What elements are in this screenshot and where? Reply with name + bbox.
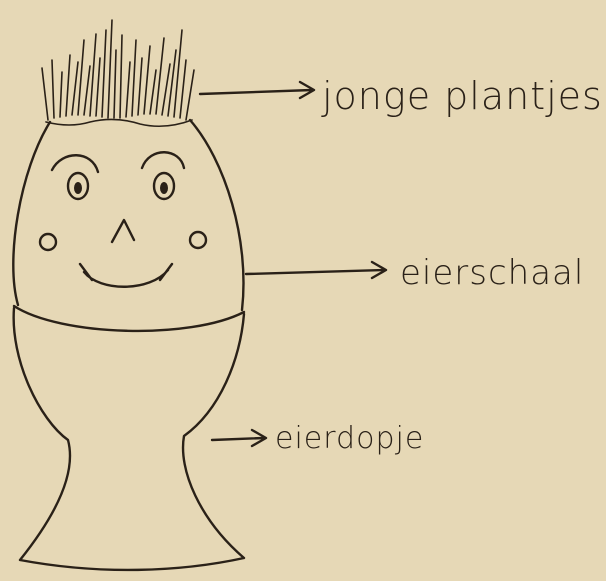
arrow-cup xyxy=(212,430,266,446)
arrow-shell xyxy=(246,262,386,278)
arrows xyxy=(200,82,386,446)
egg-shell xyxy=(13,120,243,310)
arrow-plants xyxy=(200,82,314,98)
face xyxy=(40,152,206,287)
label-egg-cup: eierdopje xyxy=(275,421,424,456)
left-cheek xyxy=(40,234,56,250)
left-eyebrow xyxy=(52,155,98,172)
mouth xyxy=(80,264,172,287)
right-eyebrow xyxy=(142,152,184,168)
nose xyxy=(112,220,134,242)
label-eggshell: eierschaal xyxy=(400,253,584,293)
right-cheek xyxy=(190,232,206,248)
label-young-plants: jonge plantjes xyxy=(322,74,603,118)
egg-cup xyxy=(14,308,244,570)
sprouts xyxy=(42,20,194,126)
shell-rim xyxy=(14,306,244,331)
